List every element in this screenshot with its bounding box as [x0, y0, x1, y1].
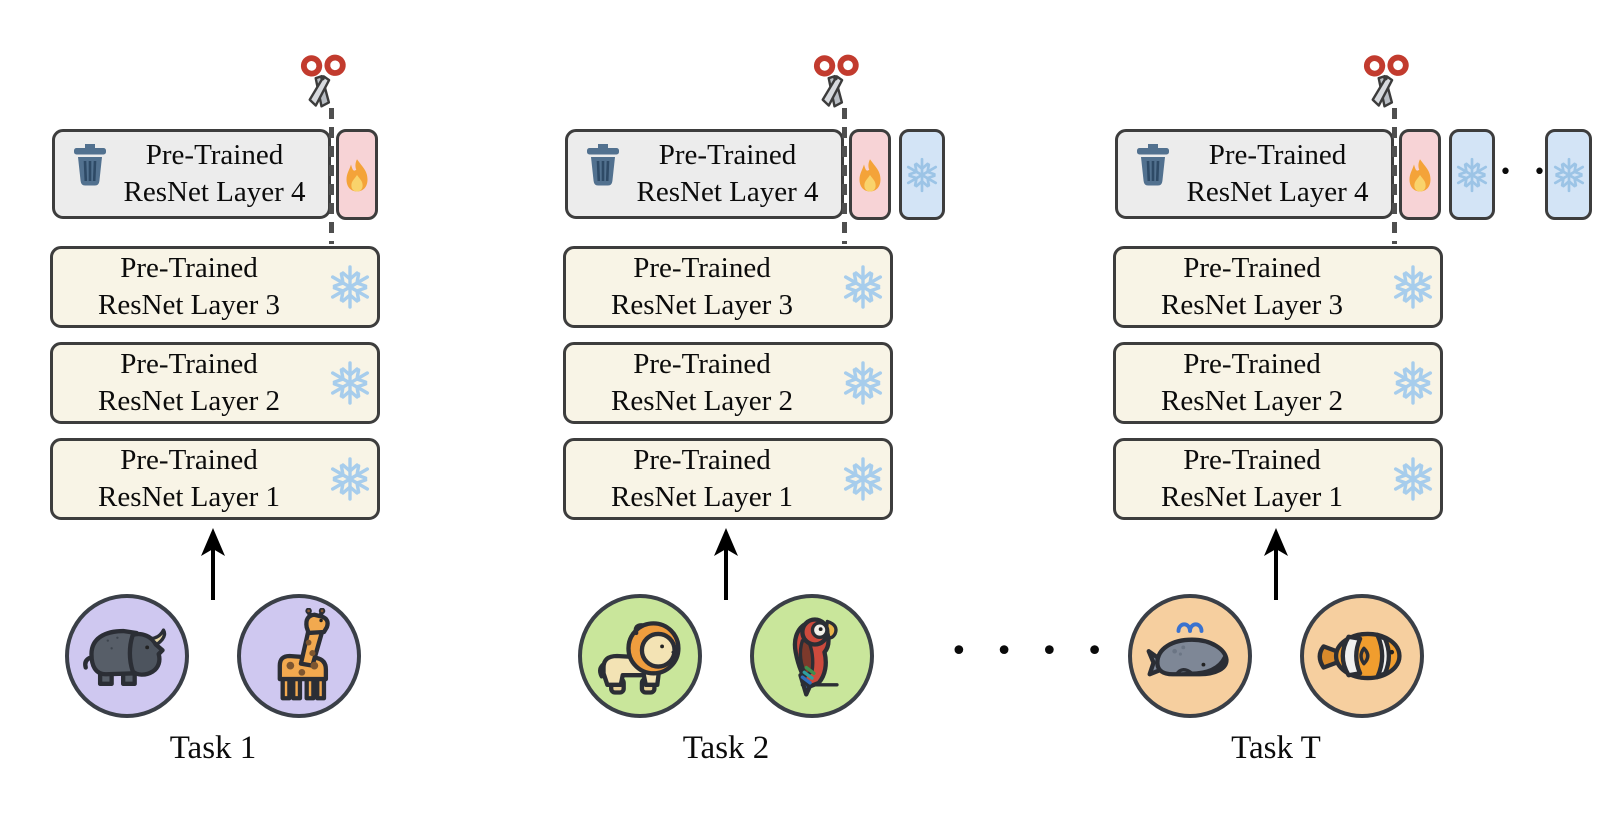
layer-label-line2: ResNet Layer 3 — [1161, 289, 1343, 321]
trainable-adapter-box — [1399, 129, 1441, 220]
fire-icon — [346, 158, 368, 191]
layer-label-line1: Pre-Trained — [120, 444, 258, 476]
snowflake-icon — [839, 263, 887, 316]
cut-line — [1392, 108, 1397, 244]
pretrained-layer2-box: Pre-Trained ResNet Layer 2 — [50, 342, 380, 424]
scissors-icon — [1356, 52, 1414, 117]
rhinoceros-icon — [83, 628, 167, 686]
layer-label-line2: ResNet Layer 3 — [98, 289, 280, 321]
snowflake-icon — [1389, 359, 1437, 412]
fire-icon — [1409, 158, 1431, 191]
pretrained-layer1-box: Pre-Trained ResNet Layer 1 — [50, 438, 380, 520]
up-arrow — [711, 528, 741, 607]
pretrained-layer1-box: Pre-Trained ResNet Layer 1 — [563, 438, 893, 520]
layer-label-line1: Pre-Trained — [120, 252, 258, 284]
layer-label-line1: Pre-Trained — [120, 348, 258, 380]
pretrained-layer2-box: Pre-Trained ResNet Layer 2 — [563, 342, 893, 424]
trainable-adapter-box — [849, 129, 891, 220]
snowflake-icon — [1389, 455, 1437, 508]
layer-label-line2: ResNet Layer 2 — [1161, 385, 1343, 417]
lion-icon — [598, 621, 681, 695]
trash-icon — [583, 141, 623, 194]
snowflake-icon — [326, 455, 374, 508]
trash-icon — [70, 141, 110, 194]
trainable-adapter-box — [336, 129, 378, 220]
snowflake-icon — [839, 455, 887, 508]
layer-label-line1: Pre-Trained — [658, 139, 797, 171]
layer-label-line1: Pre-Trained — [1183, 444, 1321, 476]
between-tasks-ellipsis: • • • • — [950, 634, 1113, 669]
frozen-adapter-box — [1449, 129, 1495, 220]
parrot-icon — [792, 617, 839, 697]
layer-label-line2: ResNet Layer 4 — [636, 176, 819, 208]
task-label: Task 2 — [682, 730, 770, 766]
scissors-icon — [806, 52, 864, 117]
snowflake-icon — [326, 263, 374, 316]
frozen-adapter-box — [899, 129, 945, 220]
layer-label-line1: Pre-Trained — [633, 444, 771, 476]
task-label: Task 1 — [169, 730, 257, 766]
class-circle — [237, 594, 361, 718]
layer-label-line2: ResNet Layer 1 — [1161, 481, 1343, 513]
trash-icon — [1133, 141, 1173, 194]
pretrained-layer2-box: Pre-Trained ResNet Layer 2 — [1113, 342, 1443, 424]
frozen-adapter-box — [1545, 129, 1592, 220]
pretrained-layer1-box: Pre-Trained ResNet Layer 1 — [1113, 438, 1443, 520]
layer-label-line2: ResNet Layer 4 — [1186, 176, 1369, 208]
class-circle — [578, 594, 702, 718]
snowflake-icon — [906, 157, 938, 192]
snowflake-icon — [1456, 157, 1488, 192]
class-circle — [750, 594, 874, 718]
pretrained-layer3-box: Pre-Trained ResNet Layer 3 — [1113, 246, 1443, 328]
up-arrow — [198, 528, 228, 607]
whale-icon — [1146, 622, 1229, 677]
layer-label-line2: ResNet Layer 4 — [123, 176, 306, 208]
pretrained-layer4-box: Pre-Trained ResNet Layer 4 — [565, 129, 844, 219]
giraffe-icon — [277, 608, 330, 701]
pretrained-layer4-box: Pre-Trained ResNet Layer 4 — [1115, 129, 1394, 219]
snowflake-icon — [1389, 263, 1437, 316]
pretrained-layer3-box: Pre-Trained ResNet Layer 3 — [50, 246, 380, 328]
fire-icon — [859, 158, 881, 191]
class-circle — [65, 594, 189, 718]
snowflake-icon — [326, 359, 374, 412]
up-arrow — [1261, 528, 1291, 607]
class-circle — [1300, 594, 1424, 718]
layer-label-line1: Pre-Trained — [1183, 252, 1321, 284]
layer-label-line2: ResNet Layer 3 — [611, 289, 793, 321]
between-adapters-ellipsis: • • — [1499, 160, 1553, 185]
clownfish-icon — [1317, 631, 1402, 681]
layer-label-line2: ResNet Layer 1 — [98, 481, 280, 513]
pretrained-layer3-box: Pre-Trained ResNet Layer 3 — [563, 246, 893, 328]
layer-label-line1: Pre-Trained — [633, 348, 771, 380]
snowflake-icon — [839, 359, 887, 412]
layer-label-line1: Pre-Trained — [145, 139, 284, 171]
layer-label-line1: Pre-Trained — [1208, 139, 1347, 171]
layer-label-line2: ResNet Layer 1 — [611, 481, 793, 513]
layer-label-line2: ResNet Layer 2 — [98, 385, 280, 417]
task-label: Task T — [1231, 730, 1321, 766]
snowflake-icon — [1553, 157, 1584, 192]
layer-label-line1: Pre-Trained — [1183, 348, 1321, 380]
layer-label-line1: Pre-Trained — [633, 252, 771, 284]
scissors-icon — [293, 52, 351, 117]
layer-label-line2: ResNet Layer 2 — [611, 385, 793, 417]
class-circle — [1128, 594, 1252, 718]
cut-line — [329, 108, 334, 244]
cut-line — [842, 108, 847, 244]
